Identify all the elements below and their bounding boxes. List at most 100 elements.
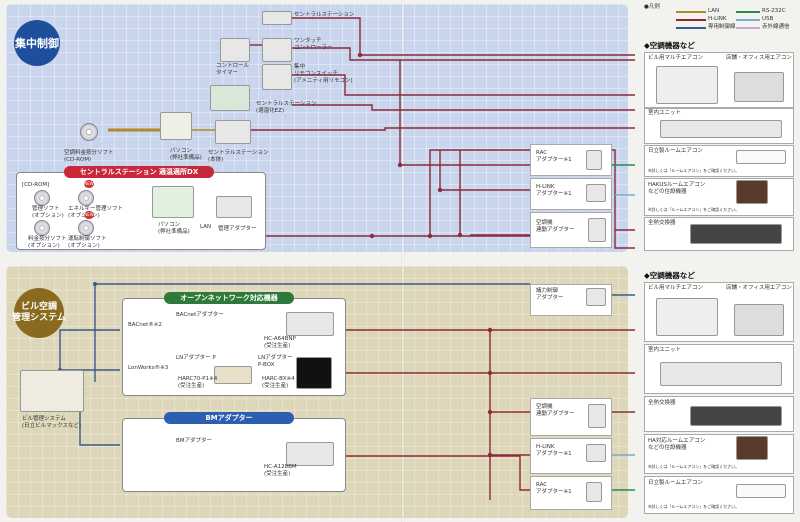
demand-adapter-device [586,288,606,306]
bm-adapter-device [286,442,334,466]
bms-label: ビル管理システム (日立ビルマックスなど) [22,416,82,429]
heat-exchanger-icon [690,224,782,244]
central-station-device [262,11,292,25]
hakuki-note-2: ※詳しくは「ルームエアコン」をご確認ください。 [648,464,740,469]
new-badge: NEW [84,180,94,188]
pc-monitor-icon [160,112,192,140]
cs-main-device [215,120,251,144]
rac-adapter-label: RAC アダプター※1 [536,150,572,163]
ln-model-box: HARC-BX※4 (受注生産) [262,376,295,389]
hlink-adapter-device [586,184,606,202]
ln-adapter-pbox-label: LNアダプター P-BOX [258,355,293,368]
page-fold [401,0,405,522]
right-bottom-heading: ◆空調機器など [644,271,695,280]
room-ac-icon-2 [736,484,786,498]
bacnet-model: HC-A64BNP (受注生産) [264,336,296,349]
shop-ac-label: 店舗・オフィス用エアコン [726,55,792,61]
bms-computer-icon [20,370,84,412]
bacnet-adapter-label: BACnetアダプター [176,312,224,318]
hlink-adapter-device-2 [586,444,606,462]
legend-usb: USB [762,16,774,22]
cs-ez-label: セントラルステーション (適温化EZ) [256,101,317,114]
cs-main-label: セントラルステーション (本体) [208,150,269,163]
lan-small-label: LAN [200,224,212,230]
legend-usb-swatch [736,19,760,21]
lonworks-label: LonWorks®※3 [128,365,169,371]
hakuki-icon-2 [736,436,768,460]
cd-energy-icon [78,190,94,206]
line-remote-switch [292,74,635,96]
legend-lan-swatch [676,11,706,13]
multi-ac-label-2: ビル用マルチエアコン [648,285,704,291]
multi-ac-outdoor-icon-2 [656,298,718,336]
one-touch-label: ワンタッチ コントローラー [294,38,333,51]
bm-title: BMアダプター [164,412,294,424]
remote-switch-label: 集中 リモコンスイッチ (アメニティ用リモコン) [294,64,353,84]
indoor-unit-label-2: 室内ユニット [648,347,682,353]
ln-adapter-p-label: LNアダプター P [176,355,216,361]
shop-ac-label-2: 店舗・オフィス用エアコン [726,285,792,291]
legend-rs232c: RS-232C [762,8,786,14]
room-ac-note-2: ※詳しくは「ルームエアコン」をご確認ください。 [648,504,740,509]
linked-adapter-label-2: 空調機 連動アダプター [536,404,575,417]
new-badge-2: NEW [84,211,94,219]
pc-label: パソコン (弊社準備品) [170,148,202,161]
sw-energy-label: エネルギー管理ソフト (オプション) [68,206,124,219]
sw-bill-label: 料金按分ソフト (オプション) [28,236,67,249]
cd-bill-icon [34,220,50,236]
room-ac-box-2 [644,476,794,514]
central-control-badge-label: 集中制御 [15,37,59,50]
cd-rom-icon [80,123,98,141]
ln-adapter-pbox-device [296,357,332,389]
linked-adapter-device [588,218,606,242]
hakuki-label-2: HA対応ルームエアコン などの住設機器 [648,438,706,451]
bacnet-adapter-device [286,312,334,336]
line-cs-main [250,127,635,131]
sw-operation-label: 運転制御ソフト (オプション) [68,236,107,249]
line-cs-ez [292,104,635,111]
hlink-adapter-label: H-LINK アダプター※1 [536,184,572,197]
cd-operation-icon [78,220,94,236]
open-network-title: オープンネットワーク対応機器 [164,292,294,304]
linked-adapter-device-2 [588,404,606,428]
legend-dedicated-swatch [676,27,706,29]
dx-title: セントラルステーション 適温適所DX [64,166,214,178]
hakuki-note: ※詳しくは「ルームエアコン」をご確認ください。 [648,207,740,212]
control-timer-label: コントロール タイマー [216,63,250,76]
ln-model-p: HARC70-P1※4 (受注生産) [178,376,218,389]
hlink-adapter-label-2: H-LINK アダプター※1 [536,444,572,457]
cs-ez-device [210,85,250,111]
indoor-unit-label: 室内ユニット [648,110,682,116]
multi-ac-label: ビル用マルチエアコン [648,55,704,61]
room-ac-icon [736,150,786,164]
ln-adapter-p-device [214,366,252,384]
rac-adapter-device [586,150,602,170]
room-ac-label: 日立製ルームエアコン [648,148,703,154]
room-ac-label-2: 日立製ルームエアコン [648,480,703,486]
legend-rs232c-swatch [736,11,760,13]
legend-lan: LAN [708,8,720,14]
hakuki-box-2 [644,434,794,474]
rac-adapter-label-2: RAC アダプター※1 [536,482,572,495]
bms-badge: ビル空調 管理システム [12,288,66,338]
legend-ir-swatch [736,27,760,29]
demand-adapter-label: 議力制御 アダプター [536,288,564,301]
rac-adapter-device-2 [586,482,602,502]
heat-exchanger-icon-2 [690,406,782,426]
shop-ac-outdoor-icon [734,72,784,102]
line-central-station [292,17,635,56]
legend-dedicated: 専用制御線 [708,24,736,30]
shop-ac-outdoor-icon-2 [734,304,784,336]
bm-model: HC-A128BM (受注生産) [264,464,297,477]
pc2-icon [152,186,194,218]
remote-switch-device [262,64,292,90]
legend-hlink: H-LINK [708,16,727,22]
right-top-heading: ◆空調機器など [644,41,695,50]
bm-adapter-label: BMアダプター [176,438,213,444]
legend-title: ●凡例 [644,4,660,10]
multi-ac-outdoor-icon [656,66,718,104]
room-ac-note: ※詳しくは「ルームエアコン」をご確認ください。 [648,168,740,173]
hakuki-label: HAKUSルームエアコン などの住設機器 [648,182,706,195]
mgmt-adapter-label: 管理アダプター [218,226,257,232]
legend-ir: 赤外線通信 [762,24,790,30]
